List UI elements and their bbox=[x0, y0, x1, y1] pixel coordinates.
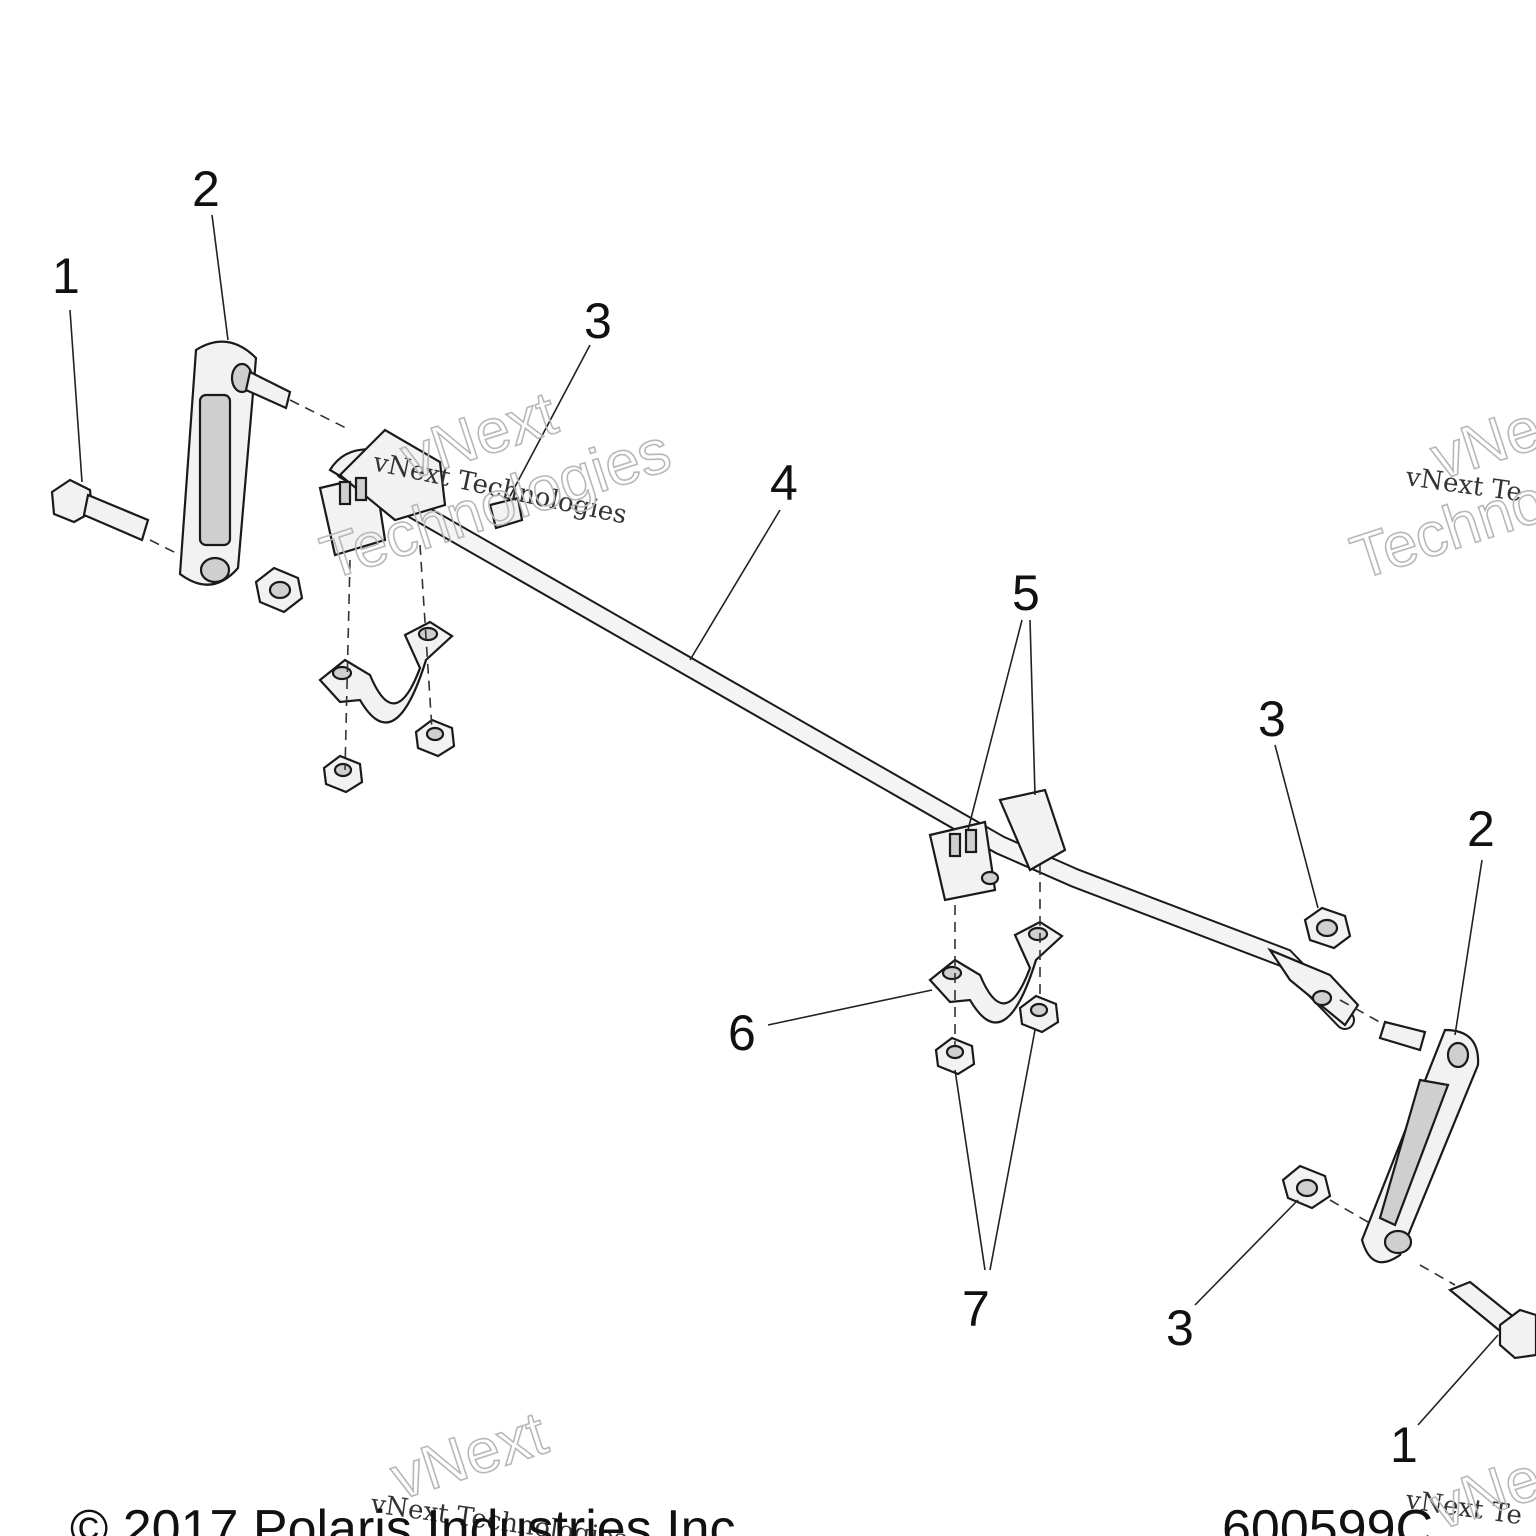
right-bracket-nut-b bbox=[1018, 994, 1060, 1034]
left-bracket-nut-b bbox=[414, 718, 456, 758]
callout-3-right-upper: 3 bbox=[1258, 691, 1286, 747]
leader-3b bbox=[1274, 744, 1319, 909]
right-bolt bbox=[1447, 1280, 1536, 1360]
leader-1a bbox=[69, 309, 83, 483]
callout-6: 6 bbox=[728, 1005, 756, 1061]
leader-7a bbox=[954, 1069, 986, 1271]
left-bracket-nut-a bbox=[322, 754, 364, 794]
right-stabilizer-link bbox=[1360, 1020, 1480, 1264]
callout-2-right: 2 bbox=[1467, 801, 1495, 857]
leader-5a bbox=[967, 619, 1023, 831]
left-bushing bbox=[318, 428, 447, 557]
leader-2a bbox=[211, 214, 229, 341]
callout-7: 7 bbox=[962, 1281, 990, 1337]
stabilizer-bar bbox=[328, 448, 1360, 1030]
leader-3c bbox=[1194, 1199, 1299, 1306]
callout-2-left: 2 bbox=[192, 161, 220, 217]
left-bracket bbox=[318, 620, 454, 724]
callout-3-upper: 3 bbox=[584, 293, 612, 349]
leader-6 bbox=[767, 989, 933, 1026]
right-bracket-nut-a bbox=[934, 1036, 976, 1076]
callout-5: 5 bbox=[1012, 565, 1040, 621]
callout-1-right: 1 bbox=[1390, 1417, 1418, 1473]
leader-4 bbox=[689, 509, 781, 661]
part-number: 600599C bbox=[1222, 1500, 1433, 1536]
callout-4: 4 bbox=[770, 455, 798, 511]
leader-5b bbox=[1029, 619, 1036, 796]
leader-2b bbox=[1454, 859, 1483, 1036]
left-bolt bbox=[50, 478, 150, 542]
leader-1b bbox=[1417, 1334, 1499, 1426]
left-link-nut bbox=[254, 566, 304, 614]
right-upper-nut bbox=[1303, 906, 1352, 950]
callout-1-left: 1 bbox=[52, 248, 80, 304]
leader-7b bbox=[989, 1029, 1036, 1271]
leader-3a bbox=[507, 344, 591, 501]
right-lower-nut bbox=[1281, 1164, 1332, 1210]
right-bushing bbox=[928, 788, 1067, 902]
left-stabilizer-link bbox=[178, 340, 292, 586]
right-bracket bbox=[928, 920, 1064, 1024]
copyright-text: © 2017 Polaris Industries Inc. bbox=[70, 1500, 750, 1536]
callout-3-right-lower: 3 bbox=[1166, 1300, 1194, 1356]
